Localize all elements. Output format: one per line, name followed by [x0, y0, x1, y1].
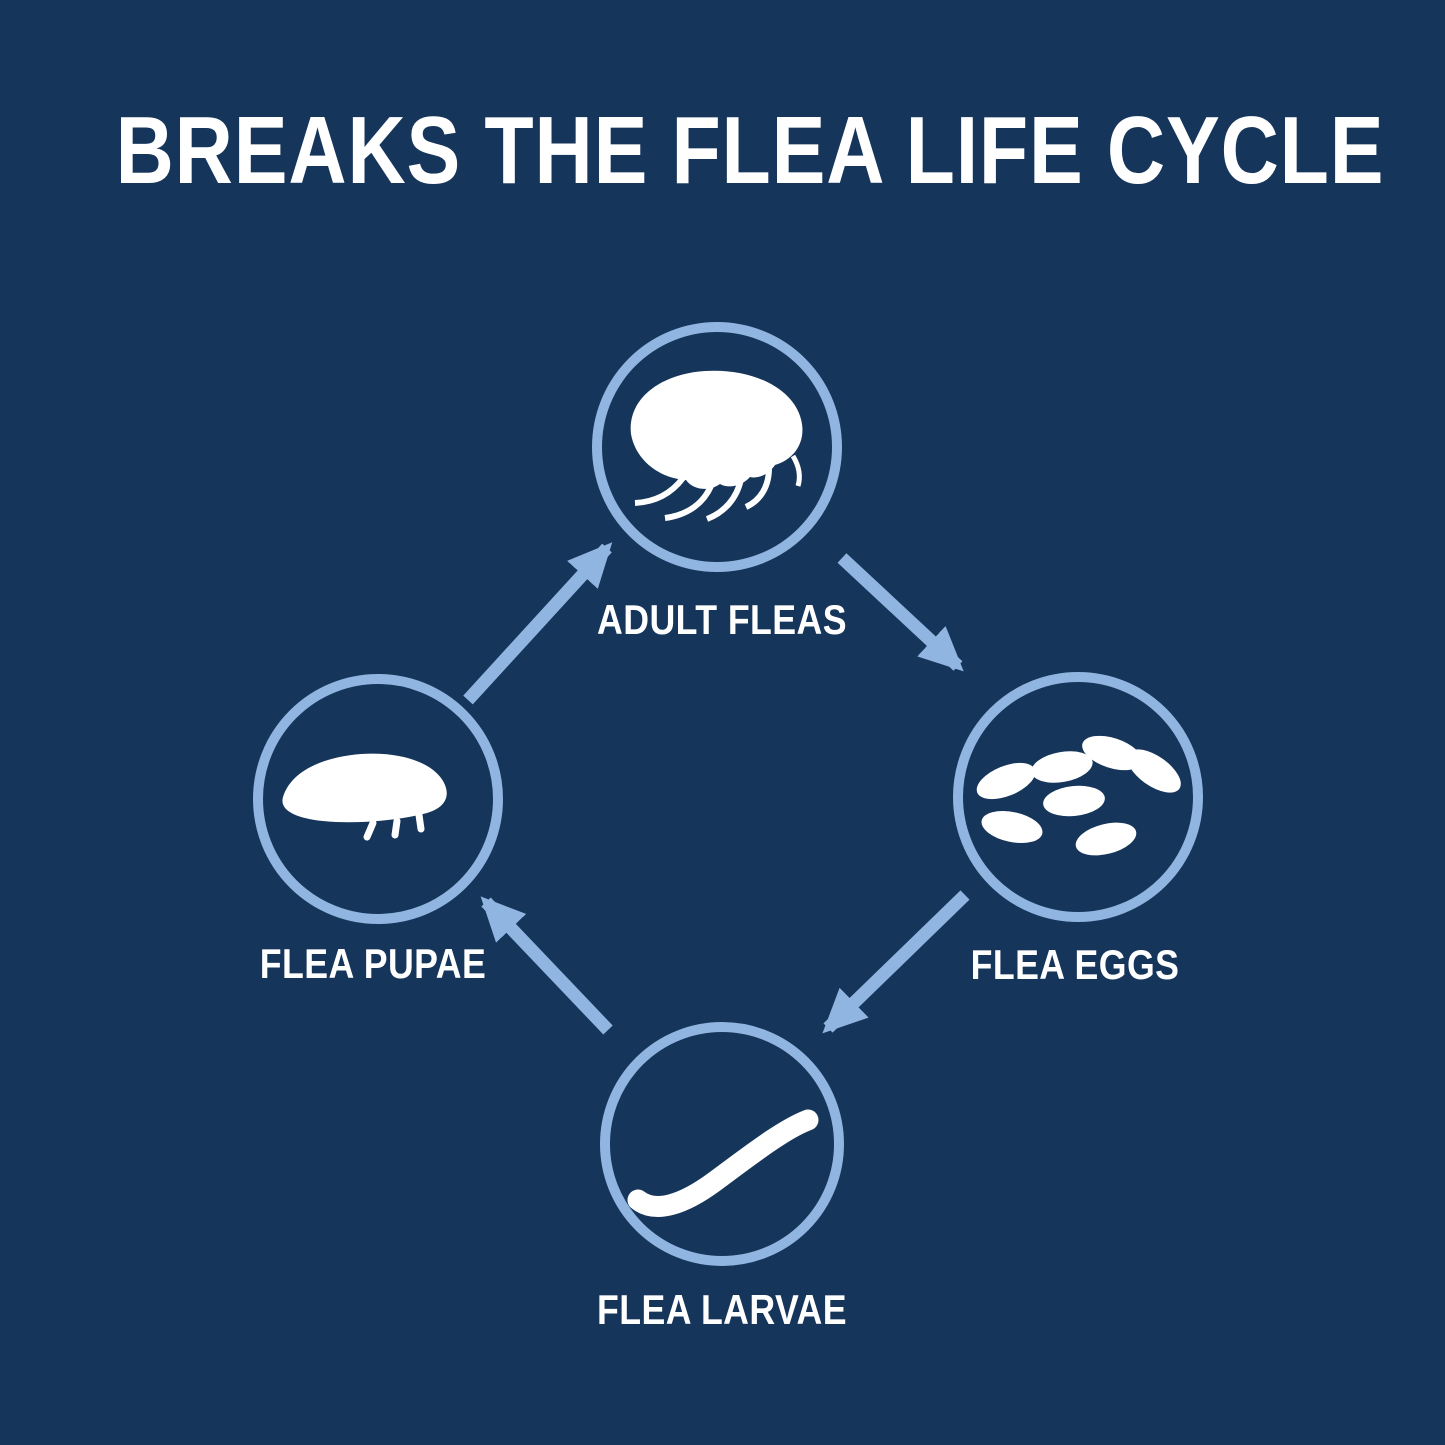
arrow-adult-to-eggs — [837, 553, 964, 672]
node-circle-flea-pupae — [253, 674, 503, 924]
adult-flea-icon — [630, 370, 803, 522]
node-label-flea-pupae: FLEA PUPAE — [259, 940, 487, 987]
node-label-flea-larvae: FLEA LARVAE — [597, 1286, 847, 1333]
arrow-larvae-to-pupae — [480, 896, 613, 1035]
node-circle-flea-eggs — [953, 672, 1203, 922]
arrow-pupae-to-adult — [463, 542, 613, 705]
flea-eggs-icon — [976, 735, 1181, 856]
node-label-flea-eggs: FLEA EGGS — [970, 941, 1180, 988]
node-adult-fleas — [592, 322, 842, 572]
node-circle-adult-fleas — [592, 322, 842, 572]
page-title: BREAKS THE FLEA LIFE CYCLE — [115, 97, 1385, 204]
node-flea-eggs — [953, 672, 1203, 922]
node-flea-pupae — [253, 674, 503, 924]
node-label-adult-fleas: ADULT FLEAS — [597, 596, 847, 643]
arrow-eggs-to-larvae — [822, 890, 970, 1034]
flea-larvae-icon — [627, 1109, 819, 1217]
node-circle-flea-larvae — [600, 1022, 844, 1266]
node-flea-larvae — [600, 1022, 844, 1266]
flea-pupae-icon — [282, 753, 447, 841]
